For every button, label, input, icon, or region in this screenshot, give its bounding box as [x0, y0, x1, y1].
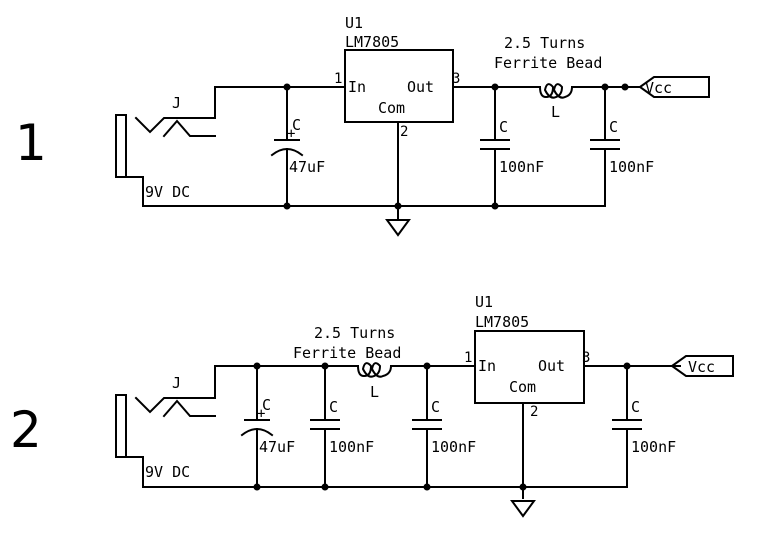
pin-out-label: Out: [407, 78, 434, 96]
pin-in-label: In: [348, 78, 366, 96]
junction-dot: [253, 362, 261, 370]
regulator-lm7805-2: [474, 330, 585, 404]
vcc-port-1: [638, 76, 710, 98]
reg-ref: U1: [475, 293, 493, 311]
capacitor-100nf-a-2: [310, 365, 340, 488]
jack-contact-lower: [162, 399, 216, 418]
bead-line-1: 2.5 Turns: [504, 34, 585, 52]
capacitor-100nf-b-2: [412, 365, 442, 488]
junction-dot: [623, 362, 631, 370]
cap-in-value: 47uF: [259, 438, 295, 456]
pin-com-label: Com: [509, 378, 536, 396]
cap-b-value: 100nF: [609, 158, 654, 176]
ground-symbol: [510, 500, 536, 518]
pin-2-number: 2: [400, 124, 408, 140]
cap-a-ref: C: [499, 118, 508, 136]
jack-ref: J: [172, 94, 181, 112]
inductor-ferrite-bead-2: [356, 362, 393, 378]
pin-in-label: In: [478, 357, 496, 375]
pin-3-number: 3: [452, 71, 460, 87]
jack-contact-upper: [134, 116, 216, 134]
inductor-ref: L: [370, 383, 379, 401]
cap-in-ref: C: [292, 116, 301, 134]
jack-contact-lower: [162, 119, 216, 138]
cap-c-ref: C: [631, 398, 640, 416]
polarity-mark: +: [257, 406, 265, 422]
cap-c-value: 100nF: [631, 438, 676, 456]
polarity-mark: +: [287, 126, 295, 142]
cap-b-ref: C: [609, 118, 618, 136]
reg-part: LM7805: [475, 313, 529, 331]
junction-dot: [423, 362, 431, 370]
circuit-2-number: 2: [10, 401, 42, 459]
pin-2-number: 2: [530, 404, 538, 420]
jack-body: [115, 394, 127, 458]
circuit-1: 1 J 9V DC C + 47uF U1 LM7805: [15, 14, 710, 237]
capacitor-100nf-b-1: [590, 86, 620, 207]
dc-jack-2: [115, 365, 216, 488]
pin-1-number: 1: [334, 71, 342, 87]
reg-part: LM7805: [345, 33, 399, 51]
dc-jack-1: [115, 86, 216, 207]
pin-1-number: 1: [464, 350, 472, 366]
cap-a-value: 100nF: [499, 158, 544, 176]
junction-dot: [321, 362, 329, 370]
jack-label: 9V DC: [145, 463, 190, 481]
reg-ref: U1: [345, 14, 363, 32]
capacitor-100nf-a-1: [480, 86, 510, 207]
bead-line-2: Ferrite Bead: [293, 344, 401, 362]
capacitor-47uf-2: [240, 365, 274, 488]
cap-b-ref: C: [431, 398, 440, 416]
capacitor-100nf-c-2: [612, 365, 642, 488]
vcc-label: Vcc: [645, 79, 672, 97]
bead-line-1: 2.5 Turns: [314, 324, 395, 342]
junction-dot: [601, 83, 609, 91]
bead-line-2: Ferrite Bead: [494, 54, 602, 72]
junction-dot: [283, 83, 291, 91]
junction-dot: [394, 202, 402, 210]
junction-dot: [491, 202, 499, 210]
jack-label: 9V DC: [145, 183, 190, 201]
inductor-ferrite-bead-1: [538, 83, 574, 99]
cap-in-value: 47uF: [289, 158, 325, 176]
circuit-1-number: 1: [15, 114, 47, 172]
pin-com-label: Com: [378, 99, 405, 117]
cap-a-value: 100nF: [329, 438, 374, 456]
cap-b-value: 100nF: [431, 438, 476, 456]
junction-dot: [423, 483, 431, 491]
vcc-port-2: [670, 355, 734, 377]
pin-3-number: 3: [582, 350, 590, 366]
circuit-2: 2 J 9V DC C + 47uF: [10, 293, 734, 518]
jack-contact-upper: [134, 396, 216, 414]
jack-body: [115, 114, 127, 178]
junction-dot: [253, 483, 261, 491]
cap-a-ref: C: [329, 398, 338, 416]
inductor-ref: L: [551, 103, 560, 121]
capacitor-47uf-1: [270, 86, 304, 207]
junction-dot: [519, 483, 527, 491]
ground-symbol: [385, 219, 411, 237]
junction-dot: [491, 83, 499, 91]
junction-dot: [621, 83, 629, 91]
cap-in-ref: C: [262, 396, 271, 414]
pin-out-label: Out: [538, 357, 565, 375]
jack-ref: J: [172, 374, 181, 392]
junction-dot: [321, 483, 329, 491]
junction-dot: [283, 202, 291, 210]
vcc-label: Vcc: [688, 358, 715, 376]
